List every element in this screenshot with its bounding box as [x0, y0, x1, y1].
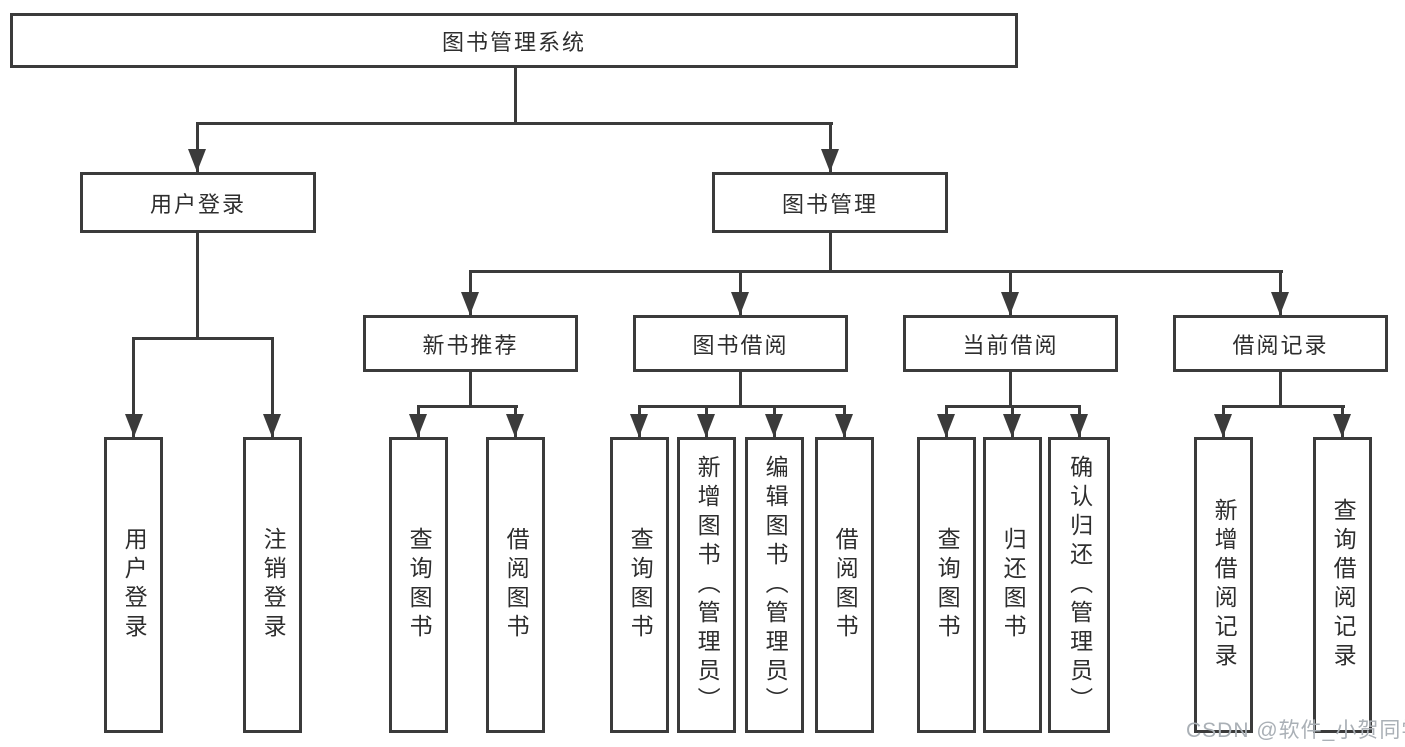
leaf-label: 确认归还（管理员） [1066, 454, 1093, 716]
leaf-label: 查询借阅记录 [1330, 498, 1357, 672]
arrow-down-icon [630, 414, 648, 437]
arrow-down-icon [731, 292, 749, 315]
arrow-down-icon [1003, 414, 1021, 437]
leaf-borrow-edit-books-admin: 编辑图书（管理员） [745, 437, 804, 733]
connector-bookmgmt-hline [469, 270, 1283, 273]
node-new-book-recommend: 新书推荐 [363, 315, 578, 372]
connector-records-vline [1279, 372, 1282, 408]
connector-userlogin-stub-2 [271, 337, 274, 437]
leaf-borrow-add-books-admin: 新增图书（管理员） [677, 437, 736, 733]
connector-borrow-hline [638, 405, 846, 408]
leaf-label: 查询图书 [627, 527, 654, 643]
arrow-down-icon [697, 414, 715, 437]
leaf-label: 归还图书 [1000, 527, 1027, 643]
arrow-down-icon [1271, 292, 1289, 315]
node-library-system: 图书管理系统 [10, 13, 1018, 68]
node-book-borrow: 图书借阅 [633, 315, 848, 372]
leaf-label: 新增图书（管理员） [694, 454, 721, 716]
connector-userlogin-hline [132, 337, 274, 340]
leaf-logout: 注销登录 [243, 437, 302, 733]
node-borrow-records: 借阅记录 [1173, 315, 1388, 372]
connector-bookmgmt-vline [829, 233, 832, 273]
connector-borrow-vline [739, 372, 742, 408]
leaf-records-query-record: 查询借阅记录 [1313, 437, 1372, 733]
arrow-down-icon [1070, 414, 1088, 437]
leaf-current-query-books: 查询图书 [917, 437, 976, 733]
connector-newbook-hline [417, 405, 518, 408]
connector-current-vline [1009, 372, 1012, 408]
leaf-label: 编辑图书（管理员） [762, 454, 789, 716]
leaf-records-add-record: 新增借阅记录 [1194, 437, 1253, 733]
connector-root-hline [196, 122, 833, 125]
connector-root-vline [514, 68, 517, 124]
leaf-label: 查询图书 [406, 527, 433, 643]
connector-userlogin-vline [196, 233, 199, 339]
leaf-newbook-borrow-books: 借阅图书 [486, 437, 545, 733]
leaf-current-confirm-return-admin: 确认归还（管理员） [1048, 437, 1110, 733]
leaf-label: 用户登录 [121, 527, 148, 643]
arrow-down-icon [409, 414, 427, 437]
arrow-down-icon [765, 414, 783, 437]
connector-root-stub-right [829, 122, 832, 172]
arrow-down-icon [263, 414, 281, 437]
arrow-down-icon [1333, 414, 1351, 437]
leaf-label: 查询图书 [934, 527, 961, 643]
arrow-down-icon [461, 292, 479, 315]
node-current-borrow: 当前借阅 [903, 315, 1118, 372]
arrow-down-icon [1001, 292, 1019, 315]
leaf-label: 借阅图书 [832, 527, 859, 643]
arrow-down-icon [188, 149, 206, 172]
node-book-management: 图书管理 [712, 172, 948, 233]
leaf-borrow-query-books: 查询图书 [610, 437, 669, 733]
leaf-label: 注销登录 [260, 527, 287, 643]
leaf-newbook-query-books: 查询图书 [389, 437, 448, 733]
leaf-current-return-books: 归还图书 [983, 437, 1042, 733]
arrow-down-icon [937, 414, 955, 437]
arrow-down-icon [506, 414, 524, 437]
arrow-down-icon [835, 414, 853, 437]
leaf-label: 新增借阅记录 [1211, 498, 1238, 672]
connector-newbook-vline [469, 372, 472, 408]
node-user-login: 用户登录 [80, 172, 316, 233]
leaf-label: 借阅图书 [503, 527, 530, 643]
arrow-down-icon [1214, 414, 1232, 437]
leaf-user-login: 用户登录 [104, 437, 163, 733]
connector-root-stub-left [196, 122, 199, 172]
leaf-borrow-borrow-books: 借阅图书 [815, 437, 874, 733]
arrow-down-icon [821, 149, 839, 172]
csdn-watermark: CSDN @软件_小贺同学 [1186, 719, 1405, 742]
connector-records-hline [1222, 405, 1345, 408]
arrow-down-icon [125, 414, 143, 437]
connector-userlogin-stub-1 [132, 337, 135, 437]
